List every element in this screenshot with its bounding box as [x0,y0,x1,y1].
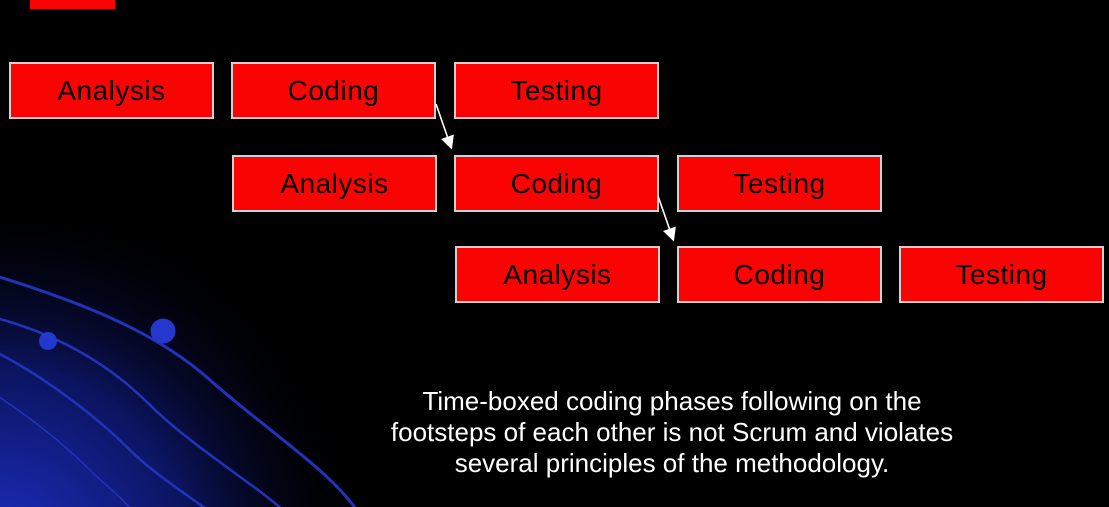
top-red-strip [30,0,115,9]
decor-arc [0,396,131,507]
caption-line: Time-boxed coding phases following on th… [422,386,922,416]
phase-box-label: Testing [733,167,826,199]
phase-box-coding: Coding [231,62,436,119]
phase-box-testing: Testing [899,246,1104,303]
phase-box-label: Testing [955,258,1048,290]
caption-line: several principles of the methodology. [454,448,890,478]
decor-dot-small [39,332,57,350]
phase-box-testing: Testing [454,62,659,119]
decor-dot-large [150,318,176,344]
decor-arc [0,352,206,507]
phase-box-label: Analysis [280,167,389,199]
phase-box-label: Coding [733,258,826,290]
phase-box-label: Analysis [57,74,166,106]
phase-box-analysis: Analysis [455,246,660,303]
phase-box-coding: Coding [677,246,882,303]
phase-box-label: Analysis [503,258,612,290]
phase-box-analysis: Analysis [9,62,214,119]
caption-line: footsteps of each other is not Scrum and… [390,417,954,447]
phase-box-testing: Testing [677,155,882,212]
phase-box-label: Coding [287,74,380,106]
phase-box-label: Testing [510,74,603,106]
phase-box-coding: Coding [454,155,659,212]
caption: Time-boxed coding phases following on th… [340,386,1004,479]
corner-glow [0,220,520,507]
phase-box-label: Coding [510,167,603,199]
phase-box-analysis: Analysis [232,155,437,212]
decor-arc [0,275,357,507]
